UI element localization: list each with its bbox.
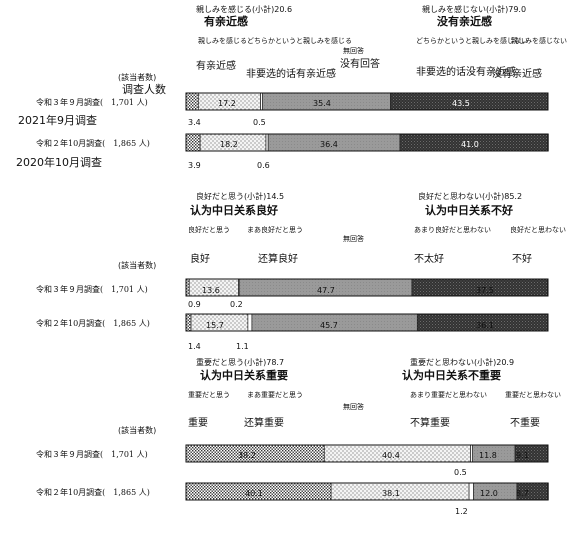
- chart3-legend-s0: 重要だと思う: [188, 391, 230, 399]
- chart3-r1-label-s3: 12.0: [480, 489, 498, 498]
- chart3-left-group-title: 重要だと思う(小計)78.7: [196, 358, 285, 367]
- chart3-legend-s2: 無回答: [343, 403, 364, 411]
- chart3-bar-r1-s1: [330, 482, 470, 501]
- chart1-bar-outline-r1: [185, 133, 549, 152]
- chart2-legend-s2: 無回答: [343, 235, 364, 243]
- chart2-bar-r1-s0: [185, 313, 192, 332]
- chart3-bar-outline-r1: [185, 482, 549, 501]
- chart2-left-group-title: 良好だと思う(小計)14.5: [196, 192, 285, 201]
- chart1-legend-s2-zh: 没有回答: [340, 59, 380, 70]
- chart2-legend-s4: 良好だと思わない: [510, 226, 566, 234]
- chart2-r1-label-s0: 1.4: [188, 342, 201, 351]
- chart2-r0-label-s1: 13.6: [202, 286, 220, 295]
- chart1-left-group-title-zh: 有亲近感: [204, 15, 248, 28]
- chart3-r0-label-s0: 38.2: [238, 451, 256, 460]
- chart3-r1-label-s2: 1.2: [455, 507, 468, 516]
- chart1-r1-label-s0: 3.9: [188, 161, 201, 170]
- chart2-category-0: 令和３年９月調査( 1,701 人): [36, 285, 148, 294]
- chart3-r0-label-s3: 11.8: [479, 451, 497, 460]
- chart2-r0-label-s3: 47.7: [317, 286, 335, 295]
- chart3-bar-outline-r0: [185, 444, 549, 463]
- chart3-r0-label-s2: 0.5: [454, 468, 467, 477]
- chart2-bar-r1-s2: [247, 313, 253, 332]
- chart1-r1-label-s4: 41.0: [461, 140, 479, 149]
- chart2-category-1: 令和２年10月調査( 1,865 人): [36, 319, 150, 328]
- chart2-legend-s0-zh: 良好: [190, 254, 210, 265]
- chart2-r1-label-s3: 45.7: [320, 321, 338, 330]
- chart1-legend-s4-zh: 没有亲近感: [492, 69, 542, 80]
- chart1-respondents-header-zh: 调查人数: [122, 83, 166, 96]
- chart3-left-group-title-zh: 认为中日关系重要: [200, 369, 288, 382]
- chart2-legend-s0: 良好だと思う: [188, 226, 230, 234]
- chart1-r0-label-s4: 43.5: [452, 99, 470, 108]
- chart3-right-group-title-zh: 认为中日关系不重要: [402, 369, 501, 382]
- chart3-legend-s4: 重要だと思わない: [505, 391, 561, 399]
- chart1-r1-label-s2: 0.6: [257, 161, 270, 170]
- chart1-legend-s3-zh: 非要选的话没有亲近感: [416, 67, 516, 78]
- chart3-r1-label-s4: 8.7: [516, 489, 529, 498]
- chart3-legend-s3: あまり重要だと思わない: [410, 391, 487, 399]
- chart3-legend-s1: まあ重要だと思う: [247, 391, 303, 399]
- chart1-category-1-zh: 2020年10月调查: [16, 156, 102, 169]
- chart1-r0-label-s1: 17.2: [218, 99, 236, 108]
- chart3-legend-s4-zh: 不重要: [510, 418, 540, 429]
- chart2-r1-label-s2: 1.1: [236, 342, 249, 351]
- chart1-category-0-zh: 2021年9月调查: [18, 114, 97, 127]
- chart3-r1-label-s0: 40.1: [245, 489, 263, 498]
- chart2-r0-label-s0: 0.9: [188, 300, 201, 309]
- chart3-legend-s0-zh: 重要: [188, 418, 208, 429]
- chart3-category-0: 令和３年９月調査( 1,701 人): [36, 450, 148, 459]
- chart2-legend-s3: あまり良好だと思わない: [414, 226, 491, 234]
- chart1-r1-label-s3: 36.4: [320, 140, 338, 149]
- chart1-respondents-header: (該当者数): [118, 73, 157, 82]
- chart1-r0-label-s2: 0.5: [253, 118, 266, 127]
- chart2-legend-s1: まあ良好だと思う: [247, 226, 303, 234]
- chart1-legend-s0: 親しみを感じる: [198, 37, 247, 45]
- chart1-r0-label-s0: 3.4: [188, 118, 201, 127]
- chart1-legend-s3: どちらかというと親しみを感じない: [416, 37, 528, 45]
- chart1-bar-outline-r0: [185, 92, 549, 111]
- chart3-bar-r1-s2: [468, 482, 474, 501]
- chart1-legend-s2: 無回答: [343, 47, 364, 55]
- chart2-bar-outline-r0: [185, 278, 549, 297]
- chart3-r0-label-s1: 40.4: [382, 451, 400, 460]
- chart3-r0-label-s4: 9.1: [516, 451, 529, 460]
- chart3-right-group-title: 重要だと思わない(小計)20.9: [410, 358, 515, 367]
- chart1-bar-r1-s0: [185, 133, 201, 152]
- chart1-legend-s0-zh: 有亲近感: [196, 61, 236, 72]
- chart3-legend-s1-zh: 还算重要: [244, 418, 284, 429]
- chart3-legend-s3-zh: 不算重要: [410, 418, 450, 429]
- chart2-bar-outline-r1: [185, 313, 549, 332]
- chart1-right-group-title: 親しみを感じない(小計)79.0: [422, 5, 527, 14]
- chart2-r1-label-s4: 36.1: [476, 321, 494, 330]
- chart2-legend-s4-zh: 不好: [512, 254, 532, 265]
- chart3-respondents-header: (該当者数): [118, 426, 157, 435]
- chart2-r0-label-s2: 0.2: [230, 300, 243, 309]
- chart1-r1-label-s1: 18.2: [220, 140, 238, 149]
- chart2-right-group-title-zh: 认为中日关系不好: [425, 204, 513, 217]
- chart2-legend-s1-zh: 还算良好: [258, 254, 298, 265]
- chart2-r0-label-s4: 37.5: [476, 286, 494, 295]
- chart2-respondents-header: (該当者数): [118, 261, 157, 270]
- chart1-r0-label-s3: 35.4: [313, 99, 331, 108]
- chart2-left-group-title-zh: 认为中日关系良好: [190, 204, 278, 217]
- chart1-right-group-title-zh: 没有亲近感: [437, 15, 492, 28]
- chart2-r1-label-s1: 15.7: [206, 321, 224, 330]
- chart1-bar-r0-s0: [185, 92, 199, 111]
- chart1-left-group-title: 親しみを感じる(小計)20.6: [196, 5, 293, 14]
- chart1-category-1: 令和２年10月調査( 1,865 人): [36, 139, 150, 148]
- chart2-right-group-title: 良好だと思わない(小計)85.2: [418, 192, 523, 201]
- chart1-legend-s4: 親しみを感じない: [511, 37, 567, 45]
- chart1-legend-s1: どちらかというと親しみを感じる: [247, 37, 352, 45]
- chart1-category-0: 令和３年９月調査( 1,701 人): [36, 98, 148, 107]
- chart3-category-1: 令和２年10月調査( 1,865 人): [36, 488, 150, 497]
- chart1-legend-s1-zh: 非要选的话有亲近感: [246, 69, 336, 80]
- chart3-r1-label-s1: 38.1: [382, 489, 400, 498]
- chart2-legend-s3-zh: 不太好: [414, 254, 444, 265]
